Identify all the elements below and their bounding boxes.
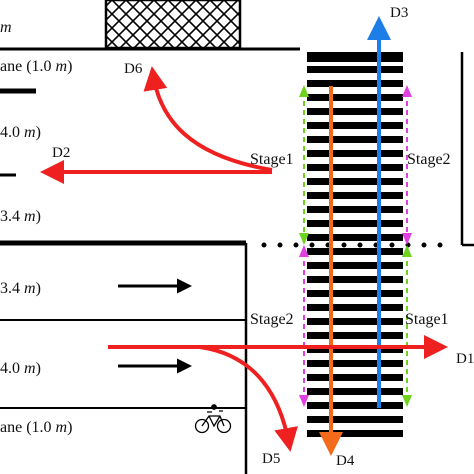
- crosswalk-stripe: [307, 122, 403, 129]
- crosswalk-stripe: [307, 304, 403, 311]
- lane-label-3-4-top: 3.4 m): [0, 208, 41, 225]
- crosswalk-stripe: [307, 234, 403, 241]
- crosswalk-stripe: [307, 318, 403, 325]
- crosswalk-stripe: [307, 262, 403, 269]
- crosswalk-stripe: [307, 52, 403, 62]
- building-block: [104, 0, 242, 50]
- crosswalk-stripe: [307, 220, 403, 227]
- lane-label-3-4-bottom: 3.4 m): [0, 280, 41, 297]
- crosswalk-stripe: [307, 346, 403, 353]
- stage-label-lower-left: Stage2: [250, 311, 294, 328]
- stage-arrows-magenta: [303, 92, 408, 400]
- crosswalk-stripe: [307, 178, 403, 185]
- crosswalk-stripe: [307, 430, 403, 437]
- stage-label-upper-right: Stage2: [407, 151, 451, 168]
- crosswalk-stripe: [307, 192, 403, 199]
- bicycle-icon: [194, 404, 232, 434]
- route-red-d6: [143, 66, 273, 172]
- destination-d4: D4: [336, 453, 355, 469]
- stage-label-upper-left: Stage1: [250, 151, 294, 168]
- crosswalk: [307, 52, 403, 437]
- destination-d2: D2: [52, 145, 71, 161]
- destination-d5: D5: [262, 451, 281, 467]
- crosswalk-stripe: [307, 164, 403, 171]
- crosswalk-stripe: [307, 248, 403, 255]
- lane-label-bike-top: ane (1.0 m): [0, 58, 73, 75]
- destination-d1: D1: [456, 351, 474, 367]
- crosswalk-stripe: [307, 108, 403, 115]
- crosswalk-stripe: [307, 94, 403, 101]
- crosswalk-stripe: [307, 276, 403, 283]
- crosswalk-stripe: [307, 66, 403, 73]
- lane-label-4-0-bottom: 4.0 m): [0, 360, 41, 377]
- crosswalk-stripe: [307, 388, 403, 395]
- stage-arrowheads-magenta: [299, 85, 412, 407]
- crosswalk-stripe: [307, 374, 403, 381]
- crosswalk-stripe: [307, 80, 403, 87]
- stage-arrows-green: [303, 92, 408, 400]
- route-red-d5: [199, 345, 298, 452]
- crosswalk-stripe: [307, 332, 403, 339]
- destination-d6: D6: [124, 61, 143, 77]
- crosswalk-stripe: [307, 402, 403, 409]
- crosswalk-stripe: [307, 360, 403, 367]
- crosswalk-stripe: [307, 136, 403, 143]
- lane-label-4-0-top: 4.0 m): [0, 124, 41, 141]
- destination-d3: D3: [390, 5, 409, 21]
- lane-label-bike-bottom: ane (1.0 m): [0, 419, 73, 436]
- lane-label-top-partial: m: [0, 19, 12, 36]
- stage-arrowheads-green: [299, 85, 412, 407]
- stage-label-lower-right: Stage1: [405, 311, 449, 328]
- crosswalk-stripe: [307, 416, 403, 423]
- red-routes: [40, 66, 448, 452]
- crosswalk-stripe: [307, 290, 403, 297]
- crosswalk-stripe: [307, 206, 403, 213]
- crosswalk-stripe: [307, 150, 403, 157]
